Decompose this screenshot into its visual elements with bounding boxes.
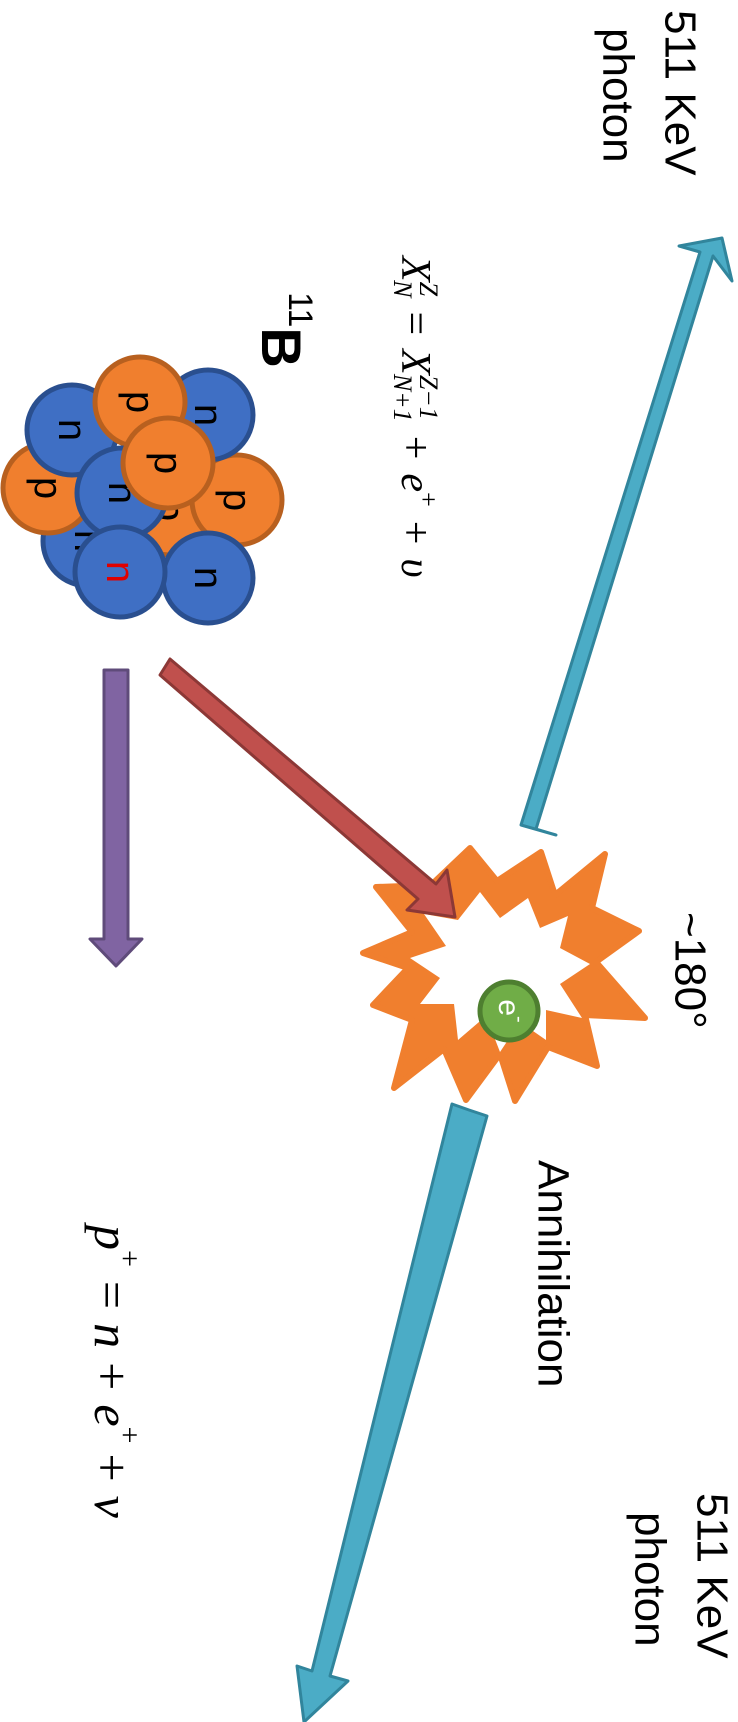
photon-bottom-word-label: photon: [626, 1512, 675, 1647]
electron: e-: [477, 979, 541, 1043]
angle-label: ~180°: [666, 912, 715, 1029]
svg-text:p: p: [26, 477, 70, 499]
neutron-decaying: n: [72, 524, 168, 620]
photon-top-energy-label: 511 KeV: [656, 10, 705, 176]
proton-conversion-equation: p+=n+e++v: [84, 1222, 147, 1519]
svg-text:p: p: [118, 391, 162, 413]
svg-text:n: n: [186, 567, 230, 589]
positron-arrow: [158, 657, 457, 919]
svg-text:n: n: [50, 419, 94, 441]
photon-bottom-energy-label: 511 KeV: [688, 1493, 737, 1659]
photon-arrow-bottom: [295, 1102, 489, 1722]
annihilation-label: Annihilation: [529, 1160, 578, 1388]
isotope-symbol: B: [251, 327, 314, 367]
neutron: n: [160, 530, 256, 626]
svg-text:p: p: [215, 489, 259, 511]
electron-circle: [477, 979, 541, 1043]
svg-text:n: n: [186, 404, 230, 426]
photon-arrow-top: [519, 236, 734, 837]
beta-decay-equation: XZN=XZ−1N+1+e++υ: [389, 254, 444, 578]
nucleus: n p p p n n p n: [0, 354, 285, 626]
burst-core: [410, 892, 590, 1052]
electron-label: e-: [493, 999, 531, 1022]
isotope-label: 11B: [251, 292, 320, 368]
svg-text:n: n: [98, 561, 142, 583]
photon-top-word-label: photon: [594, 28, 643, 163]
proton: p: [120, 415, 216, 511]
photon-beam: [295, 236, 734, 1722]
electron-charge: -: [508, 1016, 530, 1023]
neutrino-arrow: [88, 668, 144, 968]
svg-text:p: p: [146, 452, 190, 474]
isotope-mass: 11: [281, 292, 319, 327]
